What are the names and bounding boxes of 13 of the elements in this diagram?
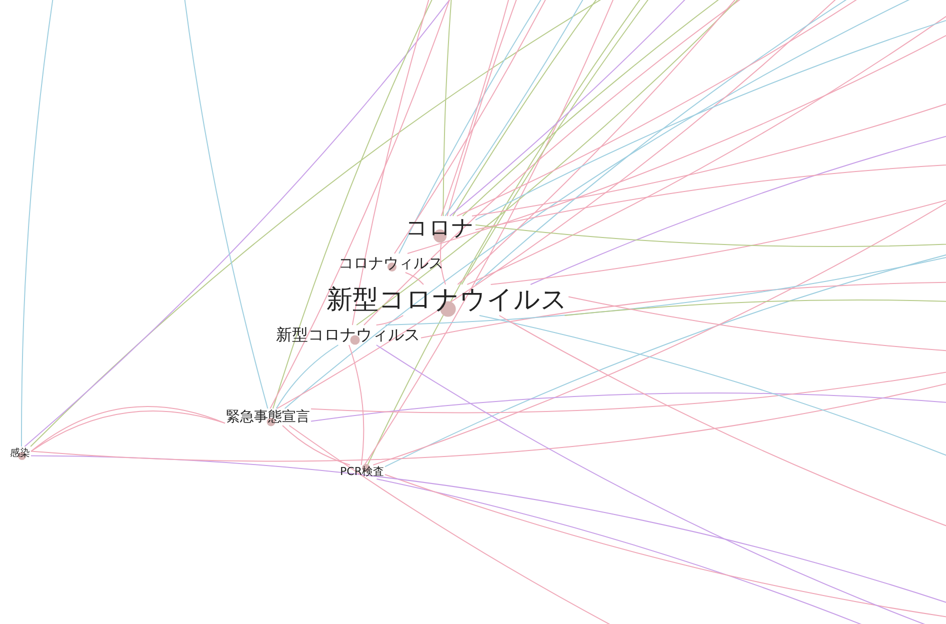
connector-line bbox=[282, 425, 350, 466]
connector-line bbox=[376, 315, 404, 326]
node-label: コロナ bbox=[406, 217, 474, 242]
node-label: コロナウィルス bbox=[338, 254, 444, 271]
node-label: 新型コロナウィルス bbox=[276, 326, 420, 344]
node-label: 感染 bbox=[10, 448, 30, 458]
connector-line bbox=[348, 344, 364, 466]
connector-line bbox=[404, 272, 424, 285]
node-label: PCR検査 bbox=[340, 466, 384, 478]
node-label: 新型コロナウイルス bbox=[326, 286, 568, 314]
connector-line bbox=[440, 242, 446, 285]
node-label: 緊急事態宣言 bbox=[226, 410, 310, 425]
connector-line bbox=[276, 344, 339, 409]
